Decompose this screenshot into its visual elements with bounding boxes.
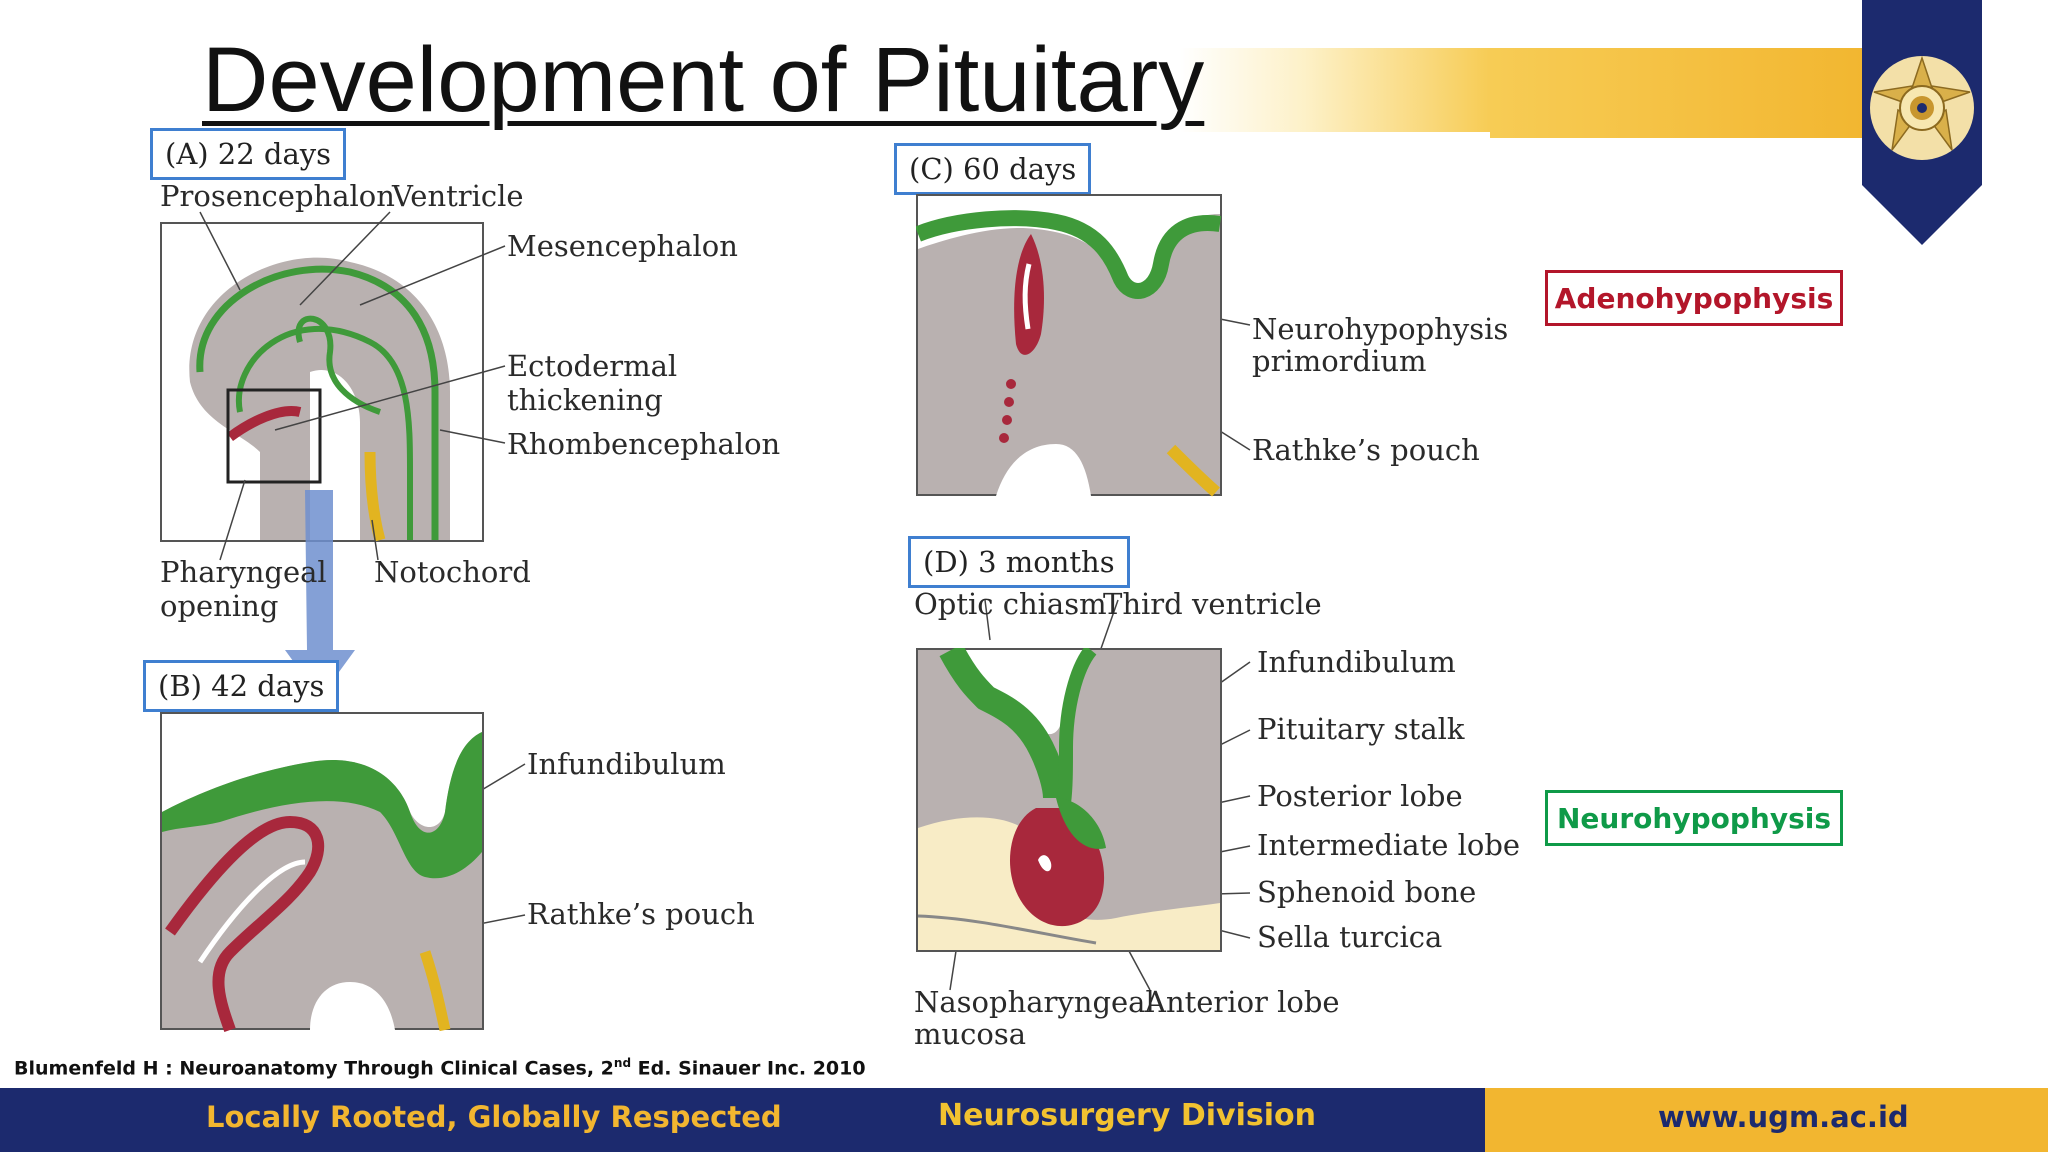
slide-title: Development of Pituitary xyxy=(202,29,1205,131)
label-anterior-lobe: Anterior lobe xyxy=(1145,985,1340,1019)
citation-main: Blumenfeld H : Neuroanatomy Through Clin… xyxy=(14,1057,614,1080)
ugm-crest-icon xyxy=(1862,0,1982,245)
citation-tail: Ed. Sinauer Inc. 2010 xyxy=(631,1057,866,1080)
stage-label-a: (A) 22 days xyxy=(150,128,347,180)
label-intermediate-lobe: Intermediate lobe xyxy=(1257,828,1521,862)
label-sphenoid-bone: Sphenoid bone xyxy=(1257,875,1477,909)
label-posterior-lobe: Posterior lobe xyxy=(1257,779,1463,813)
label-pituitary-stalk: Pituitary stalk xyxy=(1257,712,1465,746)
label-infundibulum-d: Infundibulum xyxy=(1257,645,1456,679)
label-neurohypophysis-primordium-1: Neurohypophysis xyxy=(1252,312,1509,346)
label-infundibulum-b: Infundibulum xyxy=(527,747,726,781)
label-mucosa: mucosa xyxy=(914,1017,1027,1051)
label-opening: opening xyxy=(160,589,279,623)
label-rhombencephalon: Rhombencephalon xyxy=(507,427,781,461)
footer-navy-band xyxy=(0,1088,1485,1152)
label-sella-turcica: Sella turcica xyxy=(1257,920,1443,954)
footer-url[interactable]: www.ugm.ac.id xyxy=(1658,1100,1909,1134)
footer-motto: Locally Rooted, Globally Respected xyxy=(206,1100,782,1134)
label-thickening: thickening xyxy=(507,383,663,417)
label-pharyngeal: Pharyngeal xyxy=(160,555,327,589)
label-notochord: Notochord xyxy=(374,555,531,589)
citation-sup: nd xyxy=(613,1056,632,1070)
header-gold-band xyxy=(1180,48,1870,138)
label-third-ventricle: Third ventricle xyxy=(1103,587,1322,621)
panel-c-diagram xyxy=(916,194,1222,497)
label-optic-chiasm: Optic chiasm xyxy=(914,587,1107,621)
header-band-gap xyxy=(1100,132,1490,152)
stage-label-c: (C) 60 days xyxy=(894,143,1092,195)
citation: Blumenfeld H : Neuroanatomy Through Clin… xyxy=(14,1056,866,1079)
adenohypophysis-tag: Adenohypophysis xyxy=(1545,270,1843,326)
label-ectodermal: Ectodermal xyxy=(507,349,678,383)
stage-label-b: (B) 42 days xyxy=(143,660,340,712)
label-rathkes-pouch-b: Rathke’s pouch xyxy=(527,897,755,931)
label-nasopharyngeal: Nasopharyngeal xyxy=(914,985,1155,1019)
down-arrow-icon xyxy=(285,490,355,698)
label-neurohypophysis-primordium-2: primordium xyxy=(1252,344,1427,378)
label-prosencephalon: Prosencephalon xyxy=(160,179,395,213)
footer-division: Neurosurgery Division xyxy=(938,1098,1316,1133)
footer-gold-band xyxy=(1485,1088,2048,1152)
label-rathkes-pouch-c: Rathke’s pouch xyxy=(1252,433,1480,467)
label-ventricle: Ventricle xyxy=(392,179,524,213)
label-mesencephalon: Mesencephalon xyxy=(507,229,738,263)
panel-b-diagram xyxy=(160,712,484,1032)
neurohypophysis-tag: Neurohypophysis xyxy=(1545,790,1843,846)
stage-label-d: (D) 3 months xyxy=(908,536,1130,588)
panel-d-diagram xyxy=(916,648,1222,952)
